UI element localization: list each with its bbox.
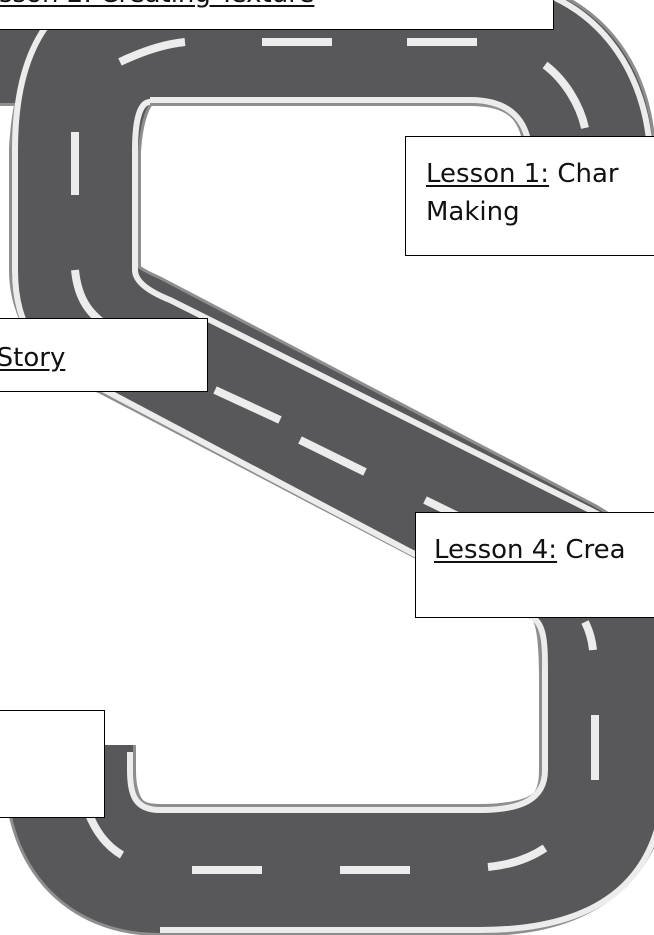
story-label: y Story: [0, 318, 208, 392]
lesson-4-rest: Crea: [557, 535, 625, 565]
lesson-1-rest: Char: [549, 159, 619, 189]
lesson-1-line-1: Lesson 1: Char: [426, 155, 654, 193]
lesson-1-line-2: Making: [426, 193, 654, 231]
lesson-1-label: Lesson 1: Char Making: [405, 136, 654, 256]
lesson-1-title: Lesson 1:: [426, 159, 549, 189]
lesson-4-label: Lesson 4: Crea: [415, 512, 654, 618]
lesson-4-title: Lesson 4:: [434, 535, 557, 565]
lesson-2-label: esson 2: Creating Texture: [0, 0, 554, 30]
story-text: y Story: [0, 339, 65, 377]
lesson-2-text: esson 2: Creating Texture: [0, 0, 314, 13]
empty-label-box: [0, 710, 105, 818]
lesson-4-line-1: Lesson 4: Crea: [434, 531, 654, 569]
